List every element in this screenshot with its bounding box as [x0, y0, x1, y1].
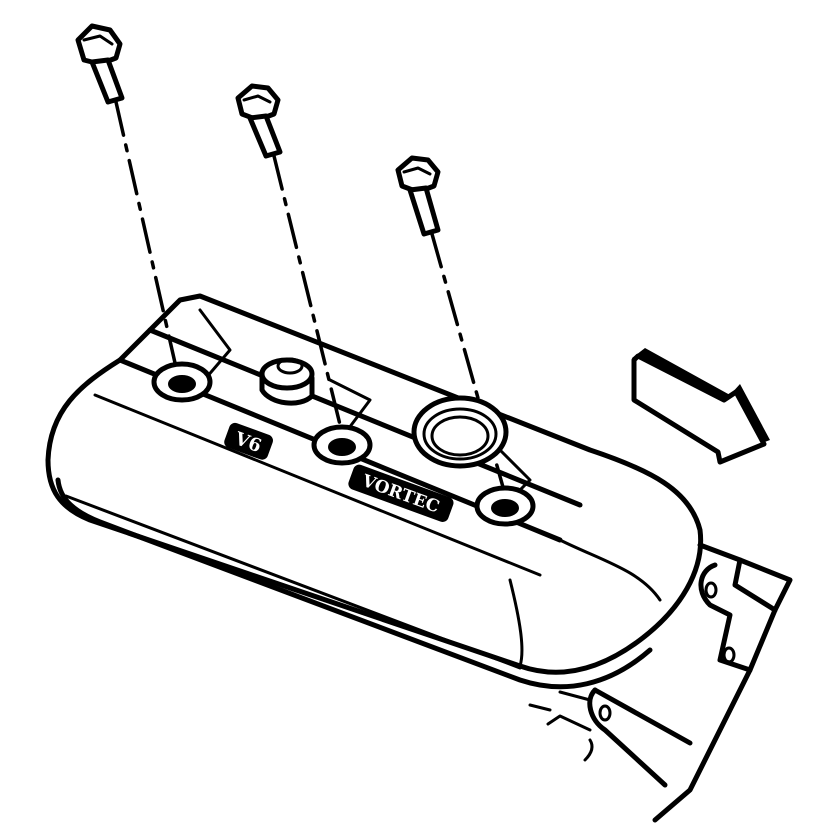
cylinder-head-bracket: [528, 542, 793, 823]
oil-fill-opening: [411, 395, 509, 469]
bolt-boss-3: [474, 485, 536, 527]
bolt-boss-1: [151, 361, 213, 403]
bolt-2: [235, 83, 347, 447]
bolt-3: [395, 155, 510, 507]
bolt-1: [75, 23, 182, 387]
bolt-boss-2: [311, 424, 373, 466]
breather-port: [259, 357, 315, 406]
v6-badge: V6: [224, 422, 273, 460]
vortec-badge: VORTEC: [348, 464, 454, 522]
direction-arrow-icon: [631, 348, 770, 465]
